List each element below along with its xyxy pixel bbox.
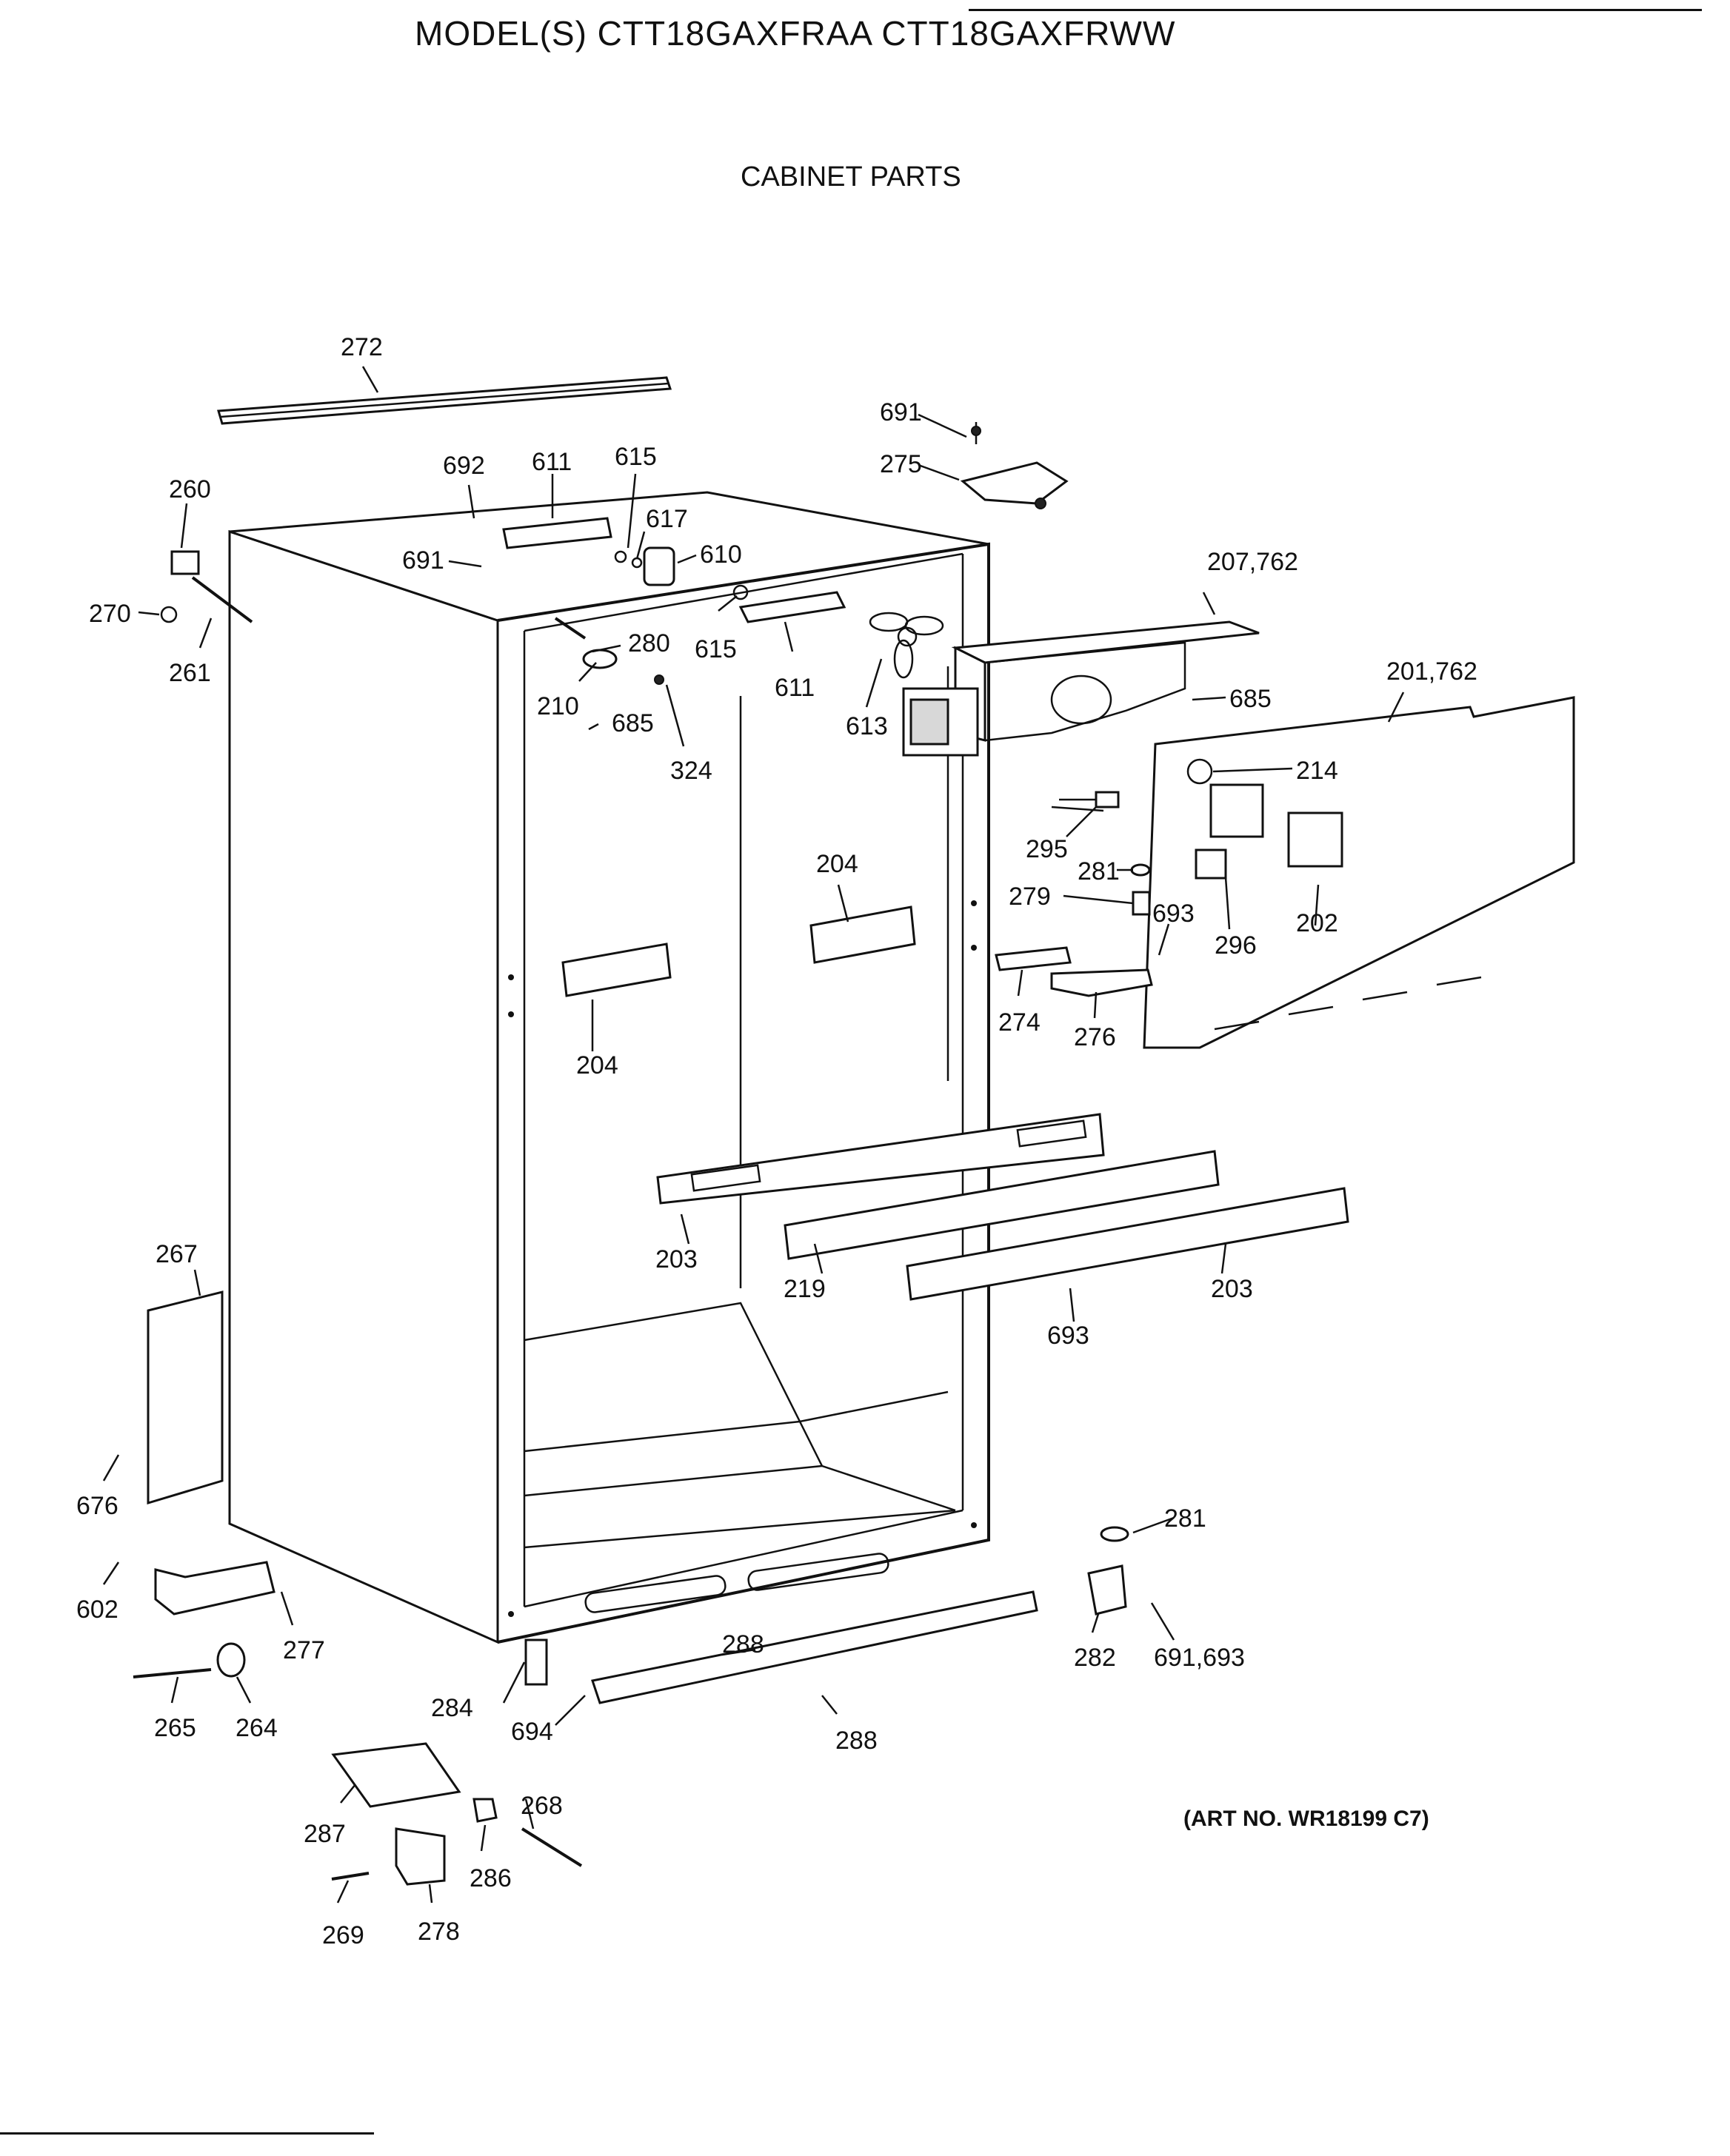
label-287: 287 [304, 1820, 346, 1848]
label-691-b: 691 [402, 546, 444, 575]
evaporator-fan-assembly [869, 612, 1260, 757]
part-number-labels: 272 691 275 692 611 615 260 617 610 691 … [76, 333, 1477, 1949]
label-613: 613 [846, 712, 888, 740]
label-692: 692 [443, 452, 485, 480]
label-280: 280 [628, 629, 670, 657]
label-276: 276 [1074, 1023, 1116, 1051]
section-subtitle: CABINET PARTS [741, 161, 961, 192]
label-615-a: 615 [615, 443, 657, 471]
label-281-a: 281 [1078, 857, 1120, 886]
label-279: 279 [1009, 883, 1051, 911]
label-691-693: 691,693 [1154, 1644, 1245, 1672]
label-277: 277 [283, 1636, 325, 1664]
label-693-a: 693 [1152, 900, 1195, 928]
label-288-b: 288 [835, 1727, 878, 1755]
label-611-a: 611 [532, 448, 572, 476]
mullion-assembly [656, 1113, 1349, 1301]
label-324: 324 [670, 757, 712, 785]
label-295: 295 [1026, 835, 1068, 863]
label-267: 267 [156, 1240, 198, 1268]
label-202: 202 [1296, 909, 1338, 937]
label-210: 210 [537, 692, 579, 720]
label-268: 268 [521, 1792, 563, 1820]
label-296: 296 [1215, 931, 1257, 960]
label-278: 278 [418, 1918, 460, 1946]
label-284: 284 [431, 1694, 473, 1722]
label-615-b: 615 [695, 635, 737, 663]
label-201-762: 201,762 [1386, 657, 1477, 686]
label-274: 274 [998, 1008, 1041, 1037]
label-281-b: 281 [1164, 1504, 1206, 1533]
label-288-a: 288 [722, 1630, 764, 1658]
rear-control-panel [1143, 696, 1575, 1049]
top-trim-strip [217, 376, 672, 425]
label-272: 272 [341, 333, 383, 361]
label-203-a: 203 [655, 1245, 698, 1273]
label-617: 617 [646, 505, 688, 533]
shelf-bracket-right [809, 905, 916, 964]
callout-leaders [102, 366, 1405, 1904]
label-282: 282 [1074, 1644, 1116, 1672]
label-204-b: 204 [576, 1051, 618, 1079]
label-265: 265 [154, 1714, 196, 1742]
label-286: 286 [470, 1864, 512, 1892]
label-261: 261 [169, 659, 211, 687]
label-602: 602 [76, 1596, 118, 1624]
footer-rule [0, 2132, 374, 2135]
label-204-a: 204 [816, 850, 858, 878]
label-275: 275 [880, 450, 922, 478]
top-hinge [960, 422, 1069, 509]
small-hardware [160, 517, 1153, 1542]
label-260: 260 [169, 475, 211, 503]
label-685-b: 685 [1229, 685, 1272, 713]
label-203-b: 203 [1211, 1275, 1253, 1303]
label-207-762: 207,762 [1207, 548, 1298, 576]
label-269: 269 [322, 1921, 364, 1949]
label-264: 264 [236, 1714, 278, 1742]
shelf-bracket-left [561, 943, 672, 997]
cabinet-body [228, 491, 990, 1644]
label-676: 676 [76, 1492, 118, 1520]
art-number: (ART NO. WR18199 C7) [1183, 1807, 1429, 1831]
label-270: 270 [89, 600, 131, 628]
label-691-a: 691 [880, 398, 922, 426]
label-693-b: 693 [1047, 1322, 1089, 1350]
model-title: MODEL(S) CTT18GAXFRAA CTT18GAXFRWW [415, 14, 1176, 53]
label-610: 610 [700, 540, 742, 569]
label-219: 219 [784, 1275, 826, 1303]
header-rule [969, 9, 1702, 11]
label-694: 694 [511, 1718, 553, 1746]
label-214: 214 [1296, 757, 1338, 785]
side-trim-panel [147, 1290, 224, 1505]
label-611-b: 611 [775, 674, 815, 702]
label-685-a: 685 [612, 709, 654, 737]
lower-hardware [133, 1561, 1127, 1886]
